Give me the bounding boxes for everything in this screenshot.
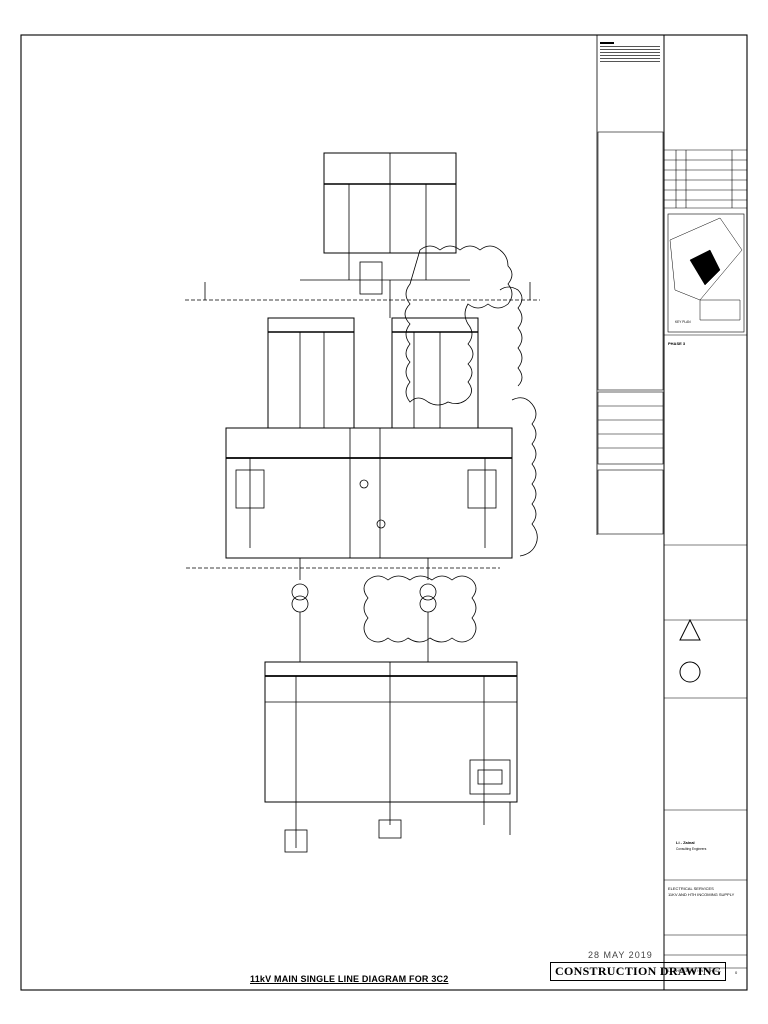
project-title: ELECTRICAL SERVICES [668, 886, 714, 891]
construction-stamp: CONSTRUCTION DRAWING [550, 962, 727, 981]
consultant-name: Li - Zainal [676, 840, 695, 845]
drawing-title: 11kV MAIN SINGLE LINE DIAGRAM FOR 3C2 [250, 974, 449, 984]
project-subtitle: 11KV AND HTH INCOMING SUPPLY [668, 892, 735, 897]
revision: 0 [735, 970, 738, 975]
drawing-number: LZ / SHP3 / 3C2 / E / CN / SCH / 01 [668, 969, 719, 973]
notes-block [600, 42, 660, 122]
project-phase: PHASE 3 [668, 341, 686, 346]
key-plan-label: KEY PLAN [675, 320, 691, 324]
consultant-sub: Consulting Engineers [676, 847, 707, 851]
stamp-date: 28 MAY 2019 [588, 950, 653, 960]
logo-triangle [679, 618, 701, 641]
